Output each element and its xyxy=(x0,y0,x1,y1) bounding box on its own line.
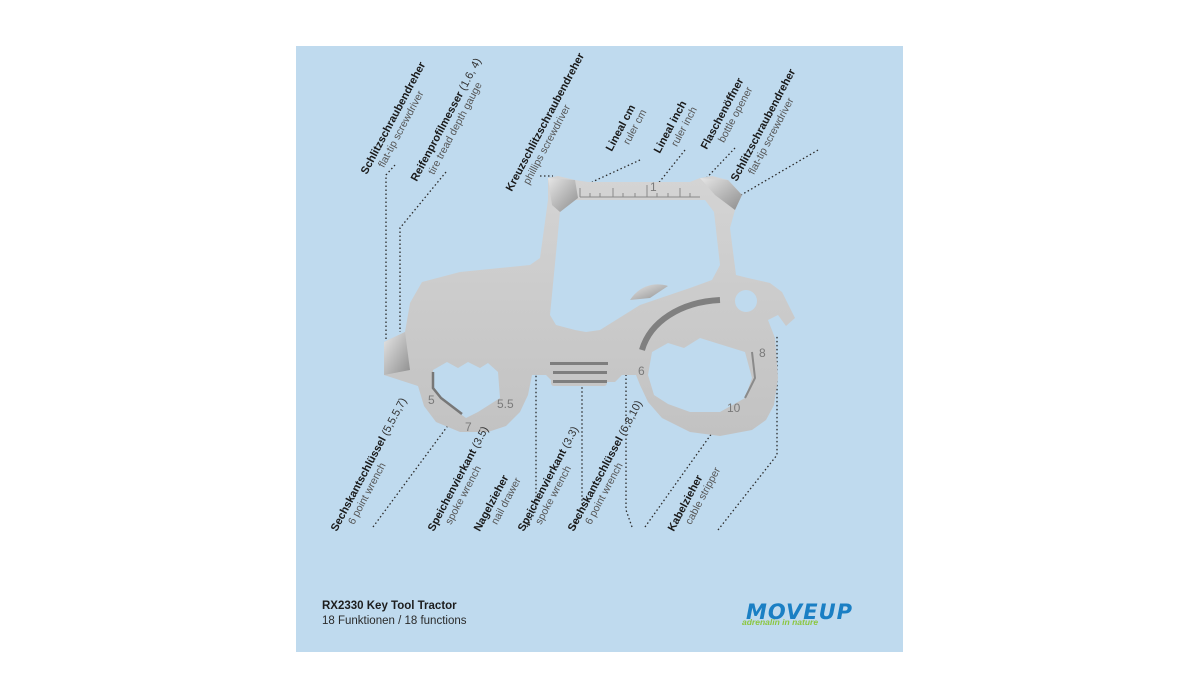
flat-tip-bevel xyxy=(700,178,742,210)
tractor-tool: 1 5 5.5 7 6 8 10 xyxy=(384,176,795,436)
wrench-size-5-5: 5.5 xyxy=(497,397,514,411)
bottle-opener-bevel xyxy=(630,284,668,300)
ruler-mark: 1 xyxy=(650,180,657,194)
moveup-logo: MOVEUP adrenalin in nature xyxy=(742,600,882,630)
product-title: RX2330 Key Tool Tractor xyxy=(322,600,457,612)
product-subtitle: 18 Funktionen / 18 functions xyxy=(322,615,467,627)
brand-tagline: adrenalin in nature xyxy=(742,617,819,627)
wrench-size-7: 7 xyxy=(465,420,472,434)
flat-tip-left-bevel xyxy=(384,332,410,375)
wrench-size-5: 5 xyxy=(428,393,435,407)
wrench-size-6: 6 xyxy=(638,364,645,378)
ring-hole xyxy=(735,290,757,312)
brand-name: MOVEUP xyxy=(746,600,854,624)
wrench-size-8: 8 xyxy=(759,346,766,360)
wrench-size-10: 10 xyxy=(727,401,741,415)
phillips-bevel xyxy=(548,178,578,212)
